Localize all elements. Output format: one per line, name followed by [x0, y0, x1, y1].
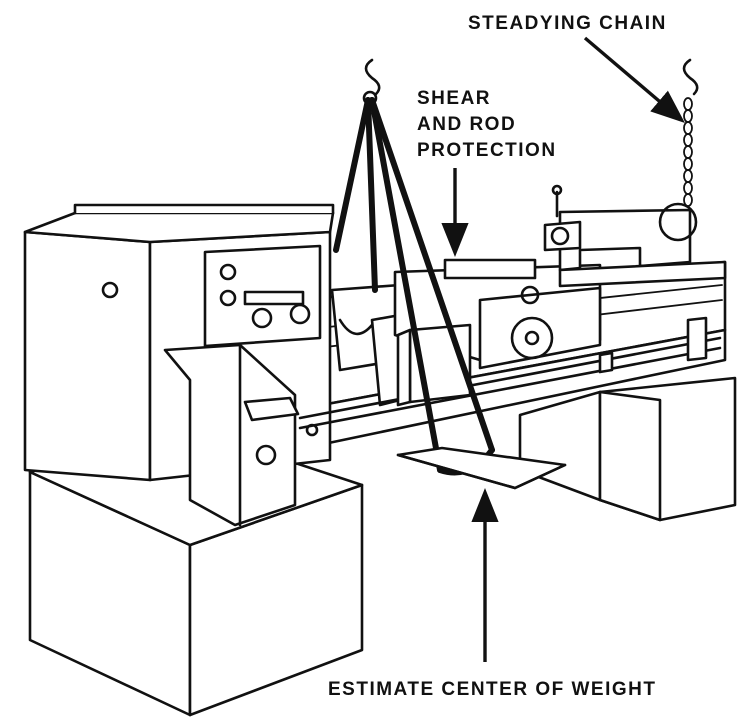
right-cabinet [518, 376, 737, 522]
shear-label-line2: AND ROD [417, 114, 516, 135]
center-of-weight-label: ESTIMATE CENTER OF WEIGHT [328, 679, 656, 700]
gear-lever[interactable] [243, 396, 300, 422]
control-knob-icon[interactable] [219, 289, 237, 307]
crane-hook-icon [364, 58, 381, 96]
small-wheel-icon[interactable] [520, 285, 540, 305]
handwheel-icon[interactable] [510, 316, 554, 360]
headstock [23, 203, 335, 527]
shear-label-line1: SHEAR [417, 88, 491, 109]
headstock-circle-icon [101, 281, 119, 299]
speed-plate [243, 290, 305, 306]
steadying-chain-arrow [583, 36, 685, 124]
shear-label-line3: PROTECTION [417, 140, 557, 161]
control-knob-icon[interactable] [219, 263, 237, 281]
lifting-plate [396, 446, 567, 490]
steadying-chain-label: STEADYING CHAIN [468, 13, 667, 34]
lead-screw [298, 336, 722, 437]
control-knob-icon[interactable] [251, 307, 273, 329]
chain-hook-icon [682, 58, 699, 96]
tailstock [543, 184, 727, 374]
steadying-chain [682, 58, 699, 207]
tailstock-wheel-icon[interactable] [658, 202, 698, 242]
apron-knob-icon[interactable] [255, 444, 277, 466]
chain-links [683, 97, 693, 207]
